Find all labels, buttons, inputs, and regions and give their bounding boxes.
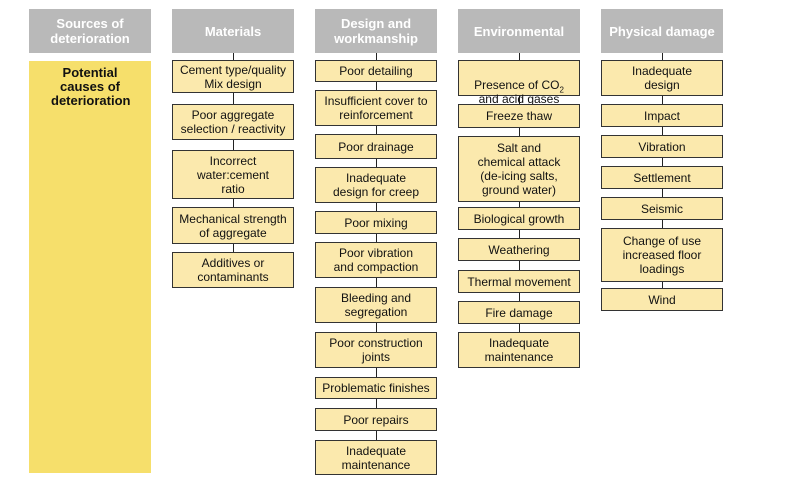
design-box: Poor detailing	[315, 60, 437, 82]
design-box: Bleeding and segregation	[315, 287, 437, 323]
physical-box: Inadequate design	[601, 60, 723, 96]
design-box: Poor repairs	[315, 408, 437, 431]
design-box: Inadequate maintenance	[315, 440, 437, 475]
materials-box: Poor aggregate selection / reactivity	[172, 104, 294, 140]
design-box: Poor drainage	[315, 134, 437, 159]
materials-box: Additives or contaminants	[172, 252, 294, 288]
potential-causes-label: Potential causes of deterioration	[29, 61, 151, 473]
acid-gases-label: and acid gases	[478, 92, 560, 106]
environmental-box: Biological growth	[458, 207, 580, 230]
design-box: Insufficient cover to reinforcement	[315, 90, 437, 126]
header-physical: Physical damage	[601, 9, 723, 53]
materials-box: Incorrect water:cement ratio	[172, 150, 294, 199]
co2-subscript: 2	[559, 85, 564, 95]
physical-box: Seismic	[601, 197, 723, 220]
design-box: Problematic finishes	[315, 377, 437, 399]
environmental-box: Thermal movement	[458, 270, 580, 293]
environmental-box: Salt and chemical attack (de-icing salts…	[458, 136, 580, 202]
header-materials: Materials	[172, 9, 294, 53]
physical-box: Wind	[601, 288, 723, 311]
header-design: Design and workmanship	[315, 9, 437, 53]
design-box: Poor vibration and compaction	[315, 242, 437, 278]
co2-label: Presence of CO	[474, 78, 560, 92]
environmental-box: Fire damage	[458, 301, 580, 324]
environmental-box: Inadequate maintenance	[458, 332, 580, 368]
materials-box: Mechanical strength of aggregate	[172, 207, 294, 244]
environmental-box: Weathering	[458, 238, 580, 261]
environmental-box: Freeze thaw	[458, 104, 580, 128]
physical-box: Impact	[601, 104, 723, 127]
physical-box: Vibration	[601, 135, 723, 158]
physical-box: Settlement	[601, 166, 723, 189]
design-box: Poor mixing	[315, 211, 437, 234]
header-sources: Sources of deterioration	[29, 9, 151, 53]
physical-box: Change of use increased floor loadings	[601, 228, 723, 282]
header-environmental: Environmental	[458, 9, 580, 53]
design-box: Poor construction joints	[315, 332, 437, 368]
design-box: Inadequate design for creep	[315, 167, 437, 203]
materials-box: Cement type/quality Mix design	[172, 60, 294, 93]
